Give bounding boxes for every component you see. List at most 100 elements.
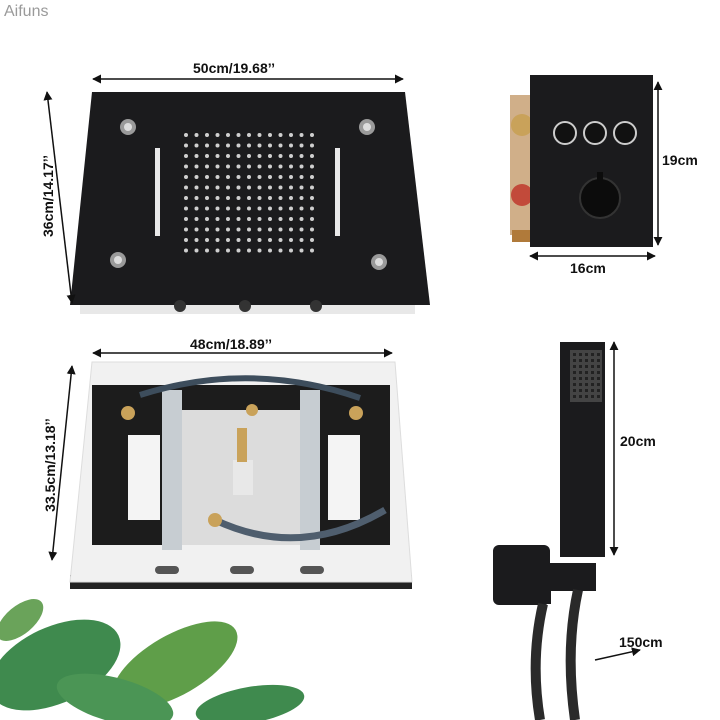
nozzle-dot — [268, 248, 272, 253]
nozzle-dot — [257, 217, 262, 221]
nozzle-dot — [194, 238, 199, 242]
nozzle-dot — [278, 206, 283, 211]
nozzle-dot — [310, 164, 314, 169]
nozzle-dot — [236, 217, 241, 221]
nozzle-dot — [299, 217, 304, 221]
nozzle-dot — [184, 185, 188, 190]
handheld-nozzle — [585, 389, 588, 392]
nozzle-dot — [257, 133, 262, 137]
nozzle-dot — [268, 217, 272, 221]
handheld-nozzle — [579, 353, 582, 356]
nozzle-dot — [236, 154, 241, 158]
nozzle-dot — [289, 185, 293, 190]
handheld-nozzle — [591, 365, 594, 368]
handheld-nozzle — [585, 353, 588, 356]
handheld-nozzle — [579, 389, 582, 392]
nozzle-dot — [257, 248, 262, 253]
showerhead-height-label: 36cm/14.17’’ — [40, 155, 56, 237]
nozzle-dot — [215, 143, 220, 148]
nozzle-dot — [247, 185, 251, 190]
showerhead-width-label: 50cm/19.68’’ — [193, 60, 275, 76]
handheld-nozzle — [579, 371, 582, 374]
nozzle-dot — [215, 175, 220, 179]
nozzle-dot — [226, 154, 230, 158]
nozzle-dot — [205, 206, 209, 211]
nozzle-dot — [236, 133, 241, 137]
handheld-nozzle — [597, 395, 600, 398]
handheld-nozzle — [573, 389, 576, 392]
nozzle-dot — [299, 154, 304, 158]
nozzle-dot — [289, 175, 293, 179]
handheld-nozzle — [579, 359, 582, 362]
nozzle-dot — [278, 133, 283, 137]
nozzle-dot — [226, 227, 230, 232]
nozzle-dot — [310, 185, 314, 190]
nozzle-dot — [236, 206, 241, 211]
nozzle-dot — [194, 133, 199, 137]
handheld-nozzle — [597, 383, 600, 386]
nozzle-dot — [257, 185, 262, 190]
nozzle-dot — [289, 206, 293, 211]
nozzle-dot — [257, 238, 262, 242]
handheld-nozzle — [585, 377, 588, 380]
handheld-nozzle — [579, 377, 582, 380]
nozzle-dot — [226, 206, 230, 211]
handheld-nozzle — [591, 389, 594, 392]
nozzle-dot — [236, 185, 241, 190]
nozzle-dot — [226, 143, 230, 148]
nozzle-dot — [257, 227, 262, 232]
nozzle-dot — [226, 133, 230, 137]
nozzle-dot — [184, 206, 188, 211]
nozzle-dot — [205, 248, 209, 253]
nozzle-dot — [215, 196, 220, 200]
nozzle-dot — [226, 238, 230, 242]
handheld-nozzle — [573, 353, 576, 356]
nozzle-dot — [247, 175, 251, 179]
nozzle-dot — [278, 164, 283, 169]
nozzle-dot — [310, 206, 314, 211]
nozzle-dot — [257, 175, 262, 179]
nozzle-dot — [194, 175, 199, 179]
nozzle-dot — [205, 164, 209, 169]
nozzle-dot — [268, 143, 272, 148]
handheld-nozzle — [585, 359, 588, 362]
handheld-nozzle — [591, 353, 594, 356]
nozzle-dot — [268, 196, 272, 200]
nozzle-dot — [247, 248, 251, 253]
nozzle-dot — [310, 248, 314, 253]
nozzle-dot — [215, 206, 220, 211]
nozzle-dot — [247, 217, 251, 221]
nozzle-dot — [299, 196, 304, 200]
rain-shower-head — [70, 92, 430, 314]
hose-length-label: 150cm — [619, 634, 663, 650]
nozzle-dot — [299, 185, 304, 190]
nozzle-dot — [184, 196, 188, 200]
handheld-nozzle — [573, 359, 576, 362]
nozzle-dot — [310, 227, 314, 232]
nozzle-dot — [236, 196, 241, 200]
dimension-lines — [43, 74, 663, 661]
nozzle-dot — [236, 143, 241, 148]
nozzle-dot — [278, 143, 283, 148]
nozzle-dot — [226, 164, 230, 169]
nozzle-dot — [194, 154, 199, 158]
nozzle-dot — [184, 248, 188, 253]
nozzle-dot — [299, 238, 304, 242]
nozzle-dot — [278, 248, 283, 253]
nozzle-dot — [205, 154, 209, 158]
nozzle-dot — [184, 143, 188, 148]
nozzle-dot — [194, 143, 199, 148]
valve-width-label: 16cm — [570, 260, 606, 276]
nozzle-dot — [215, 133, 220, 137]
nozzle-dot — [310, 154, 314, 158]
handheld-nozzle — [597, 353, 600, 356]
nozzle-dot — [247, 154, 251, 158]
plant-leaves — [0, 599, 305, 720]
nozzle-dot — [257, 154, 262, 158]
nozzle-dot — [184, 164, 188, 169]
embedded-box — [69, 361, 413, 589]
nozzle-dot — [289, 143, 293, 148]
nozzle-dot — [236, 238, 241, 242]
nozzle-dot — [247, 227, 251, 232]
